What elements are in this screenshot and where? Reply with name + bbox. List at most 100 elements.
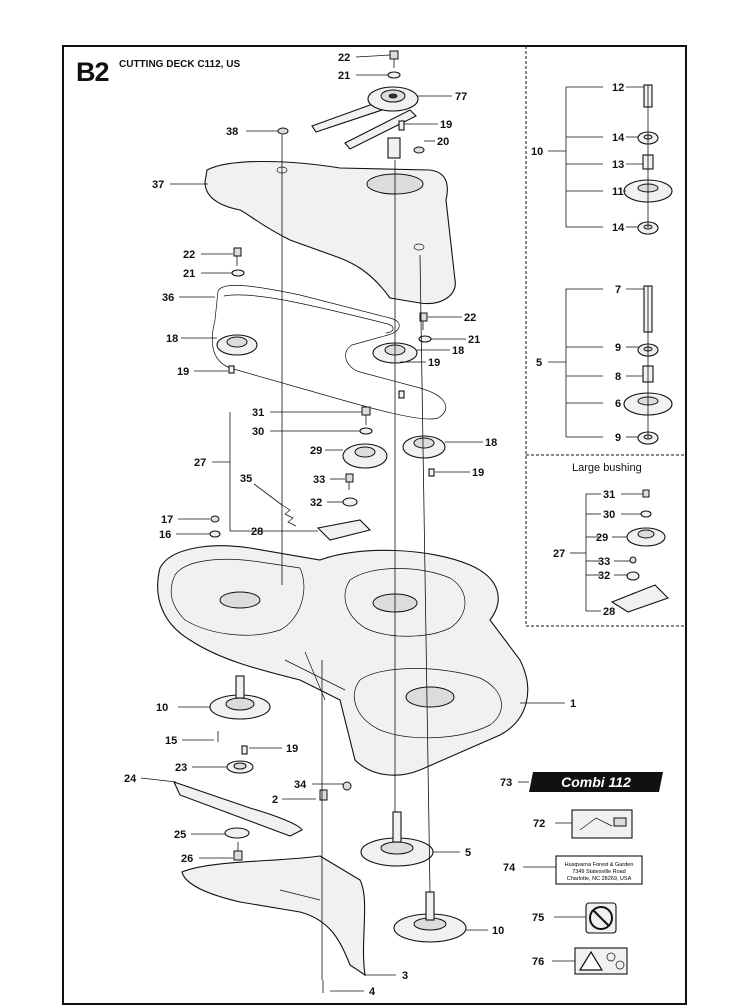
address-line-3: Charlotte, NC 28269, USA (567, 876, 632, 882)
section-title: CUTTING DECK C112, US (119, 59, 241, 70)
bolt-31-inset (642, 489, 650, 498)
callout-30: 30 (252, 426, 264, 438)
callout-32-inset: 32 (598, 570, 610, 582)
callout-21-left: 21 (183, 268, 195, 280)
baffle-3 (181, 855, 366, 977)
key-19-left (228, 365, 235, 374)
bolt-22-center (419, 312, 428, 330)
callout-27: 27 (194, 457, 206, 469)
callout-5-main: 5 (465, 847, 471, 859)
nut-34 (342, 781, 352, 791)
arm-28-inset (610, 584, 670, 613)
spindle-left-10 (209, 675, 271, 720)
callout-19-left: 19 (177, 366, 189, 378)
right-pulley-18 (402, 435, 446, 459)
nut-2 (319, 789, 328, 801)
top-washer-21 (387, 71, 401, 79)
callout-27-inset: 27 (553, 548, 565, 560)
bushing-32-inset (626, 571, 640, 581)
washer-16 (209, 530, 221, 538)
callout-28: 28 (251, 526, 263, 538)
spindle-right-10 (393, 891, 467, 943)
callout-18-left: 18 (166, 333, 178, 345)
callout-10-inset: 10 (531, 146, 543, 158)
idler-arm-28 (316, 519, 372, 541)
callout-23: 23 (175, 762, 187, 774)
callout-22-top: 22 (338, 52, 350, 64)
callout-73: 73 (500, 777, 512, 789)
callout-37: 37 (152, 179, 164, 191)
callout-7: 7 (615, 284, 621, 296)
callout-19-lower: 19 (286, 743, 298, 755)
key-19-right (428, 468, 435, 477)
callout-22-left: 22 (183, 249, 195, 261)
callout-29-inset: 29 (596, 532, 608, 544)
callout-26: 26 (181, 853, 193, 865)
callout-31-inset: 31 (603, 489, 615, 501)
callout-16: 16 (159, 529, 171, 541)
callout-4: 4 (369, 986, 376, 998)
warning-decal-76 (574, 947, 628, 975)
spacer-20 (387, 137, 401, 159)
callout-31: 31 (252, 407, 264, 419)
pulley-29-inset (626, 527, 666, 547)
callout-13: 13 (612, 159, 624, 171)
callout-29: 29 (310, 445, 322, 457)
washer-25 (224, 827, 250, 839)
washer-30-inset (640, 510, 652, 518)
callout-34: 34 (294, 779, 307, 791)
key-19-lower (241, 745, 248, 755)
callout-1: 1 (570, 698, 576, 710)
callout-5-inset: 5 (536, 357, 542, 369)
callout-36: 36 (162, 292, 174, 304)
callout-8: 8 (615, 371, 621, 383)
bearing-23 (226, 760, 254, 774)
callout-15: 15 (165, 735, 177, 747)
callout-77: 77 (455, 91, 467, 103)
diagram-frame (62, 45, 687, 1005)
callout-10-right: 10 (492, 925, 504, 937)
washer-21-center (418, 335, 432, 343)
callout-2: 2 (272, 794, 278, 806)
section-code: B2 (76, 57, 110, 87)
callout-10-left: 10 (156, 702, 168, 714)
top-pulley (367, 86, 419, 112)
screw-38 (277, 127, 289, 135)
washer-30 (359, 427, 373, 435)
bolt-22-left (233, 247, 242, 266)
bolt-33-inset (629, 556, 637, 564)
deck-belt-36 (211, 285, 447, 420)
bolt-31 (361, 406, 371, 425)
top-bolt-22 (389, 50, 399, 68)
idler-pulley-left-18 (216, 334, 258, 356)
leader-lines (140, 54, 644, 992)
warning-decal-75 (585, 902, 617, 934)
callout-24: 24 (124, 773, 137, 785)
spring-35 (281, 504, 297, 527)
decal-72 (571, 809, 633, 839)
address-line-1: Husqvarna Forest & Garden (565, 862, 634, 868)
callout-21-top: 21 (338, 70, 350, 82)
combi-badge-text: Combi 112 (561, 774, 631, 790)
callout-35: 35 (240, 473, 252, 485)
blade-24 (172, 781, 303, 837)
key-19-center (398, 390, 405, 399)
nut-17 (210, 515, 220, 523)
callout-17: 17 (161, 514, 173, 526)
callout-28-inset: 28 (603, 606, 615, 618)
callout-14-lower: 14 (612, 222, 625, 234)
callout-74: 74 (503, 862, 516, 874)
callout-labels: 22 21 77 19 20 38 37 22 21 36 18 19 22 2… (124, 52, 642, 998)
callout-25: 25 (174, 829, 186, 841)
washer-21-left (231, 269, 245, 277)
inset-title-large-bushing: Large bushing (572, 462, 642, 474)
address-decal-74: Husqvarna Forest & Garden 7349 Statesvil… (555, 855, 643, 885)
callout-3: 3 (402, 970, 408, 982)
bolt-26 (233, 842, 243, 861)
callout-75: 75 (532, 912, 544, 924)
callout-11: 11 (612, 186, 624, 198)
callout-32: 32 (310, 497, 322, 509)
callout-33: 33 (313, 474, 325, 486)
callout-30-inset: 30 (603, 509, 615, 521)
